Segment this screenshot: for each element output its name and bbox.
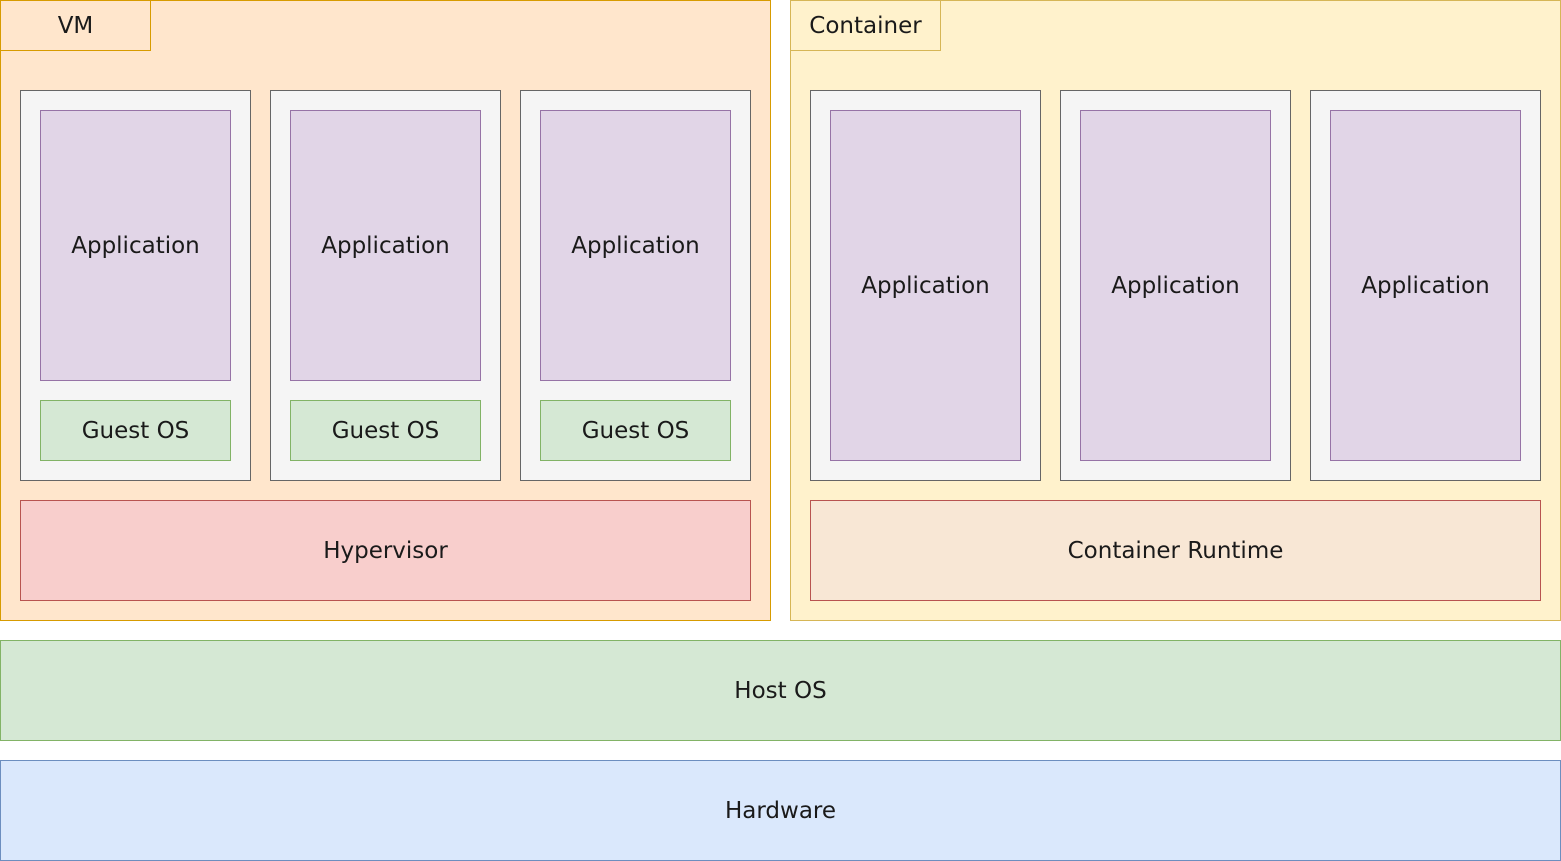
vm-1-guest-os: Guest OS [40, 400, 231, 461]
container-2-application: Application [1080, 110, 1271, 461]
vm-2-guest-os: Guest OS [290, 400, 481, 461]
container-label: Container [790, 0, 941, 51]
vm-2-application: Application [290, 110, 481, 381]
hardware: Hardware [0, 760, 1561, 861]
container-1-application: Application [830, 110, 1021, 461]
vm-3-guest-os: Guest OS [540, 400, 731, 461]
hypervisor: Hypervisor [20, 500, 751, 601]
vm-label: VM [0, 0, 151, 51]
vm-3-application: Application [540, 110, 731, 381]
container-3-application: Application [1330, 110, 1521, 461]
vm-1-application: Application [40, 110, 231, 381]
host-os: Host OS [0, 640, 1561, 741]
container-runtime: Container Runtime [810, 500, 1541, 601]
